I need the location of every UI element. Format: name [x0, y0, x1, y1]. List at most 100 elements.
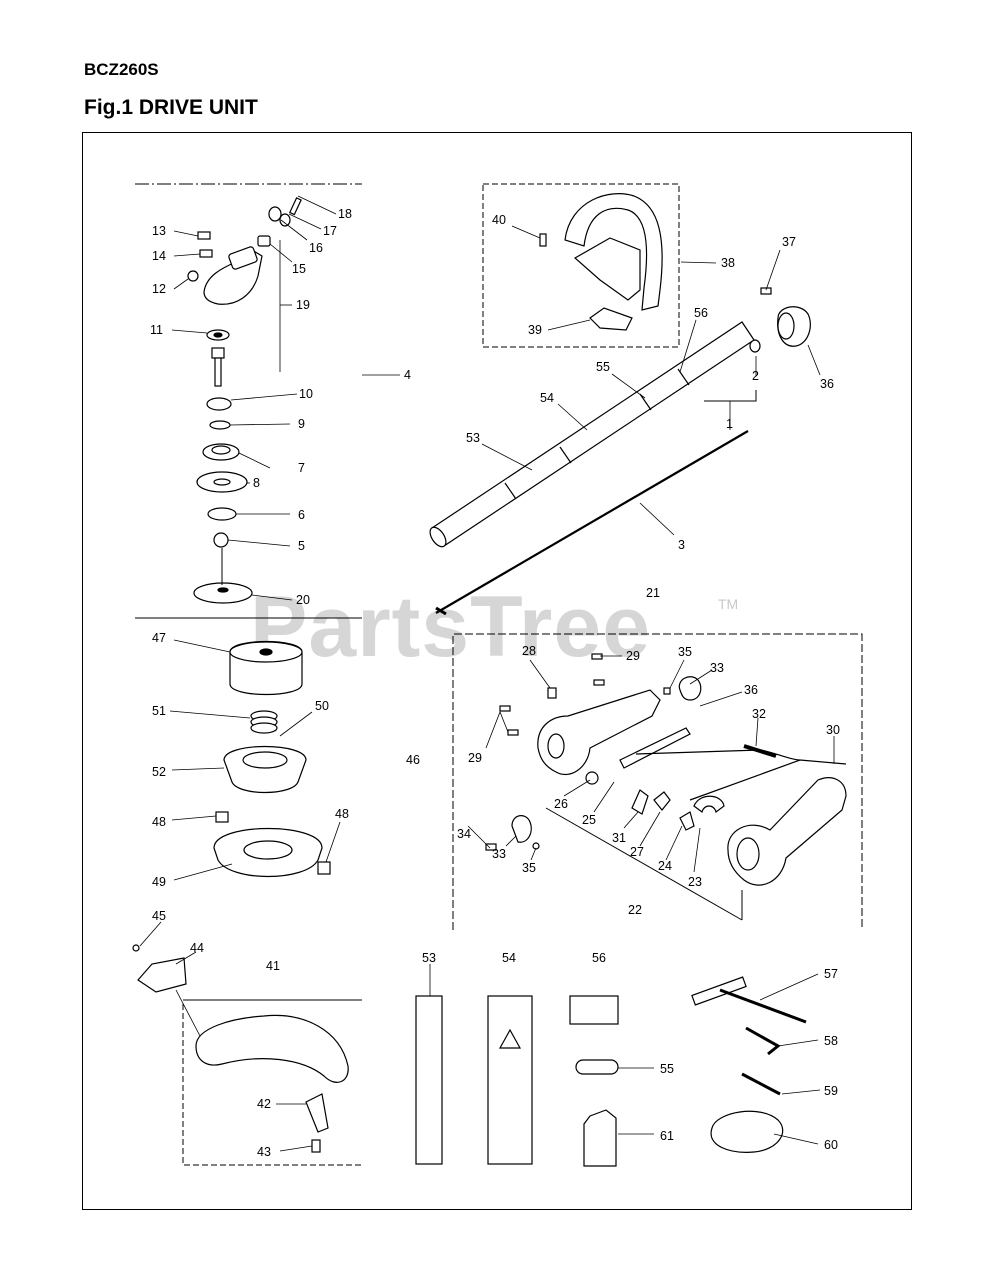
callout-29: 29: [626, 649, 640, 663]
callout-55: 55: [596, 360, 610, 374]
caution-decal-icon: [569, 995, 619, 1025]
callout-27: 27: [630, 845, 644, 859]
callout-7: 7: [298, 461, 305, 475]
callout-34: 34: [457, 827, 471, 841]
callout-17: 17: [323, 224, 337, 238]
lock-icon: [653, 791, 671, 811]
callout-8: 8: [253, 476, 260, 490]
protective-glasses-icon: [710, 1110, 784, 1153]
callout-56b: 56: [592, 951, 606, 965]
callout-1: 1: [726, 417, 733, 431]
bolt-icon: [132, 944, 140, 952]
callout-33: 33: [710, 661, 724, 675]
eyelet-icon: [215, 811, 229, 823]
gear-shaft-icon: [289, 197, 302, 216]
trimmer-head-group: [213, 640, 331, 878]
callout-28: 28: [522, 644, 536, 658]
trigger-icon: [631, 789, 649, 815]
callout-45: 45: [152, 909, 166, 923]
callout-37: 37: [782, 235, 796, 249]
gear-head-group: [187, 197, 302, 604]
callout-56: 56: [694, 306, 708, 320]
callout-24: 24: [658, 859, 672, 873]
callout-53: 53: [466, 431, 480, 445]
callout-29b: 29: [468, 751, 482, 765]
spacer-icon: [575, 1059, 619, 1075]
guard-icon: [195, 1014, 349, 1083]
callout-46: 46: [406, 753, 420, 767]
oil-bottle-icon: [583, 1109, 617, 1167]
gear-clamp-icon: [228, 246, 258, 270]
screw-icon: [499, 705, 511, 712]
bolt-icon: [197, 231, 211, 240]
drive-shaft-icon: [435, 430, 749, 614]
handle-clamp-icon: [511, 815, 532, 843]
callout-32: 32: [752, 707, 766, 721]
holder-icon: [207, 507, 237, 521]
screw-icon: [507, 729, 519, 736]
bracket-icon: [693, 795, 725, 814]
callout-13: 13: [152, 224, 166, 238]
screw-icon: [591, 653, 603, 660]
callout-21: 21: [646, 586, 660, 600]
callout-11: 11: [150, 323, 163, 337]
handle-group: [539, 193, 663, 331]
accessories-group: [415, 976, 807, 1167]
callout-38: 38: [721, 256, 735, 270]
shaft-group: [429, 321, 755, 616]
callout-57: 57: [824, 967, 838, 981]
callout-31: 31: [612, 831, 626, 845]
spindle-icon: [211, 347, 225, 359]
bearing-icon: [279, 213, 291, 227]
callout-48b: 48: [335, 807, 349, 821]
callout-20: 20: [296, 593, 310, 607]
control-handle-group: [485, 653, 847, 886]
callout-51: 51: [152, 704, 166, 718]
callout-4: 4: [404, 368, 411, 382]
cover-plate-icon: [193, 582, 253, 604]
leader-lines: [139, 195, 835, 1152]
lever-icon: [547, 687, 557, 699]
callout-15: 15: [292, 262, 306, 276]
callout-12: 12: [152, 282, 166, 296]
callout-14: 14: [152, 249, 166, 263]
callout-40: 40: [492, 213, 506, 227]
callout-35b: 35: [522, 861, 536, 875]
clamp-group: [749, 287, 811, 353]
callout-19: 19: [296, 298, 310, 312]
callout-36b: 36: [744, 683, 758, 697]
callout-42: 42: [257, 1097, 271, 1111]
collar-icon: [257, 235, 271, 247]
bearing-icon: [268, 206, 282, 222]
spindle-shaft-icon: [214, 357, 222, 387]
callout-60: 60: [824, 1138, 838, 1152]
throttle-lever-icon: [619, 727, 691, 769]
callout-26: 26: [554, 797, 568, 811]
callout-49: 49: [152, 875, 166, 889]
warning-decal-icon: [487, 995, 533, 1165]
nut-icon: [663, 687, 671, 695]
label-decal-icon: [415, 995, 443, 1165]
nut-icon: [213, 532, 229, 548]
hex-key-icon: [745, 1026, 781, 1056]
callout-50: 50: [315, 699, 329, 713]
callout-18: 18: [338, 207, 352, 221]
model-number: BCZ260S: [84, 60, 159, 79]
watermark-tm: TM: [718, 596, 739, 612]
callout-54: 54: [540, 391, 554, 405]
guard-group: [132, 944, 349, 1153]
callout-41: 41: [266, 959, 280, 973]
callout-47: 47: [152, 631, 166, 645]
callout-58: 58: [824, 1034, 838, 1048]
handle-clamp-icon: [589, 307, 633, 331]
callout-10: 10: [299, 387, 313, 401]
callout-30: 30: [826, 723, 840, 737]
cable-icon: [689, 759, 847, 801]
spacer-icon: [679, 811, 695, 831]
callout-44: 44: [190, 941, 204, 955]
figure-title: Fig.1 DRIVE UNIT: [84, 96, 258, 119]
guard-box: [182, 1004, 362, 1166]
handle-clamp-icon: [678, 676, 702, 701]
callout-43: 43: [257, 1145, 271, 1159]
